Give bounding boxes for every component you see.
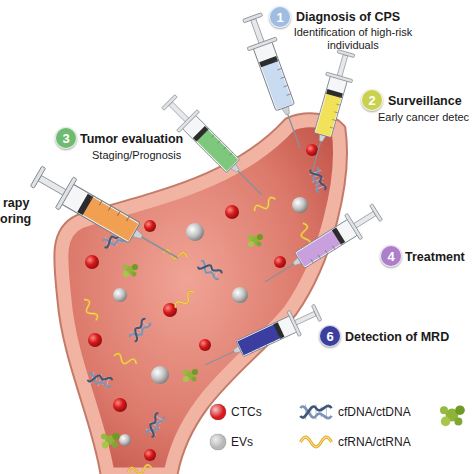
ctc-cell (199, 339, 211, 351)
ev-particle (119, 434, 131, 446)
green-particle (101, 433, 120, 449)
step-title: Diagnosis of CPS (296, 10, 400, 24)
callout-number: 2 (368, 94, 375, 107)
legend-rna-icon (300, 437, 331, 447)
step-title: Surveillance (388, 94, 462, 108)
ctc-cell (85, 255, 99, 269)
syringe (158, 91, 272, 205)
step-title: Treatment (405, 250, 465, 264)
step-description: Identification of high-risk individuals (283, 26, 423, 51)
dna-fragment (308, 167, 327, 194)
ctc-cell (306, 144, 318, 156)
dna-fragment (144, 412, 166, 439)
syringe (299, 48, 360, 175)
callout-number: 1 (276, 11, 283, 24)
cropped-title: oring (0, 212, 31, 226)
dna-fragment (128, 317, 153, 343)
ctc-cell (225, 205, 239, 219)
step-number-circle: 2 (361, 89, 383, 111)
cropped-title: rapy (3, 196, 29, 210)
ctc-cell (144, 220, 156, 232)
syringe (27, 161, 187, 274)
green-particle (123, 264, 139, 277)
legend-text: cfDNA/ctDNA (338, 405, 411, 419)
blood-vessel (62, 121, 340, 474)
ctc-cell (144, 449, 156, 461)
step-title: Detection of MRD (345, 330, 449, 344)
step-number-circle: 4 (380, 245, 402, 267)
step-description: Staging/Prognosis (92, 149, 181, 162)
ev-particle (113, 288, 127, 302)
ctc-cell (113, 398, 127, 412)
ev-particle (151, 366, 169, 384)
rna-fragment (81, 298, 99, 323)
legend-text: EVs (231, 435, 253, 449)
callout-number: 3 (62, 132, 69, 145)
legend-swatch (210, 404, 226, 420)
ev-particle (292, 197, 308, 213)
step-number-circle: 3 (55, 127, 77, 149)
legend-dna-icon (300, 404, 331, 420)
step-number-circle: 1 (269, 6, 291, 28)
ev-particle (186, 223, 204, 241)
vessel-outer-wall (62, 121, 340, 474)
rna-fragment (173, 289, 196, 310)
ev-particle (232, 287, 248, 303)
vessel-contents (81, 144, 328, 474)
ctc-cell (274, 256, 286, 268)
step-title: Tumor evaluation (80, 132, 183, 146)
legend-swatch (210, 434, 226, 450)
legend-text: CTCs (231, 405, 262, 419)
dna-fragment (197, 259, 224, 281)
green-particle (183, 369, 199, 382)
legend-green-particles (440, 405, 465, 426)
step-number-circle: 6 (319, 325, 341, 347)
callout-number: 6 (326, 330, 333, 343)
syringe (257, 199, 385, 294)
green-particle (248, 234, 264, 247)
step-description: Early cancer detec (378, 111, 469, 124)
legend-text: cfRNA/ctRNA (338, 435, 411, 449)
rna-fragment (112, 352, 137, 367)
dna-fragment (87, 371, 113, 389)
rna-fragment (253, 196, 278, 214)
callout-number: 4 (387, 250, 394, 263)
syringe (199, 300, 324, 377)
ctc-cell (88, 333, 102, 347)
rna-fragment (128, 464, 153, 474)
